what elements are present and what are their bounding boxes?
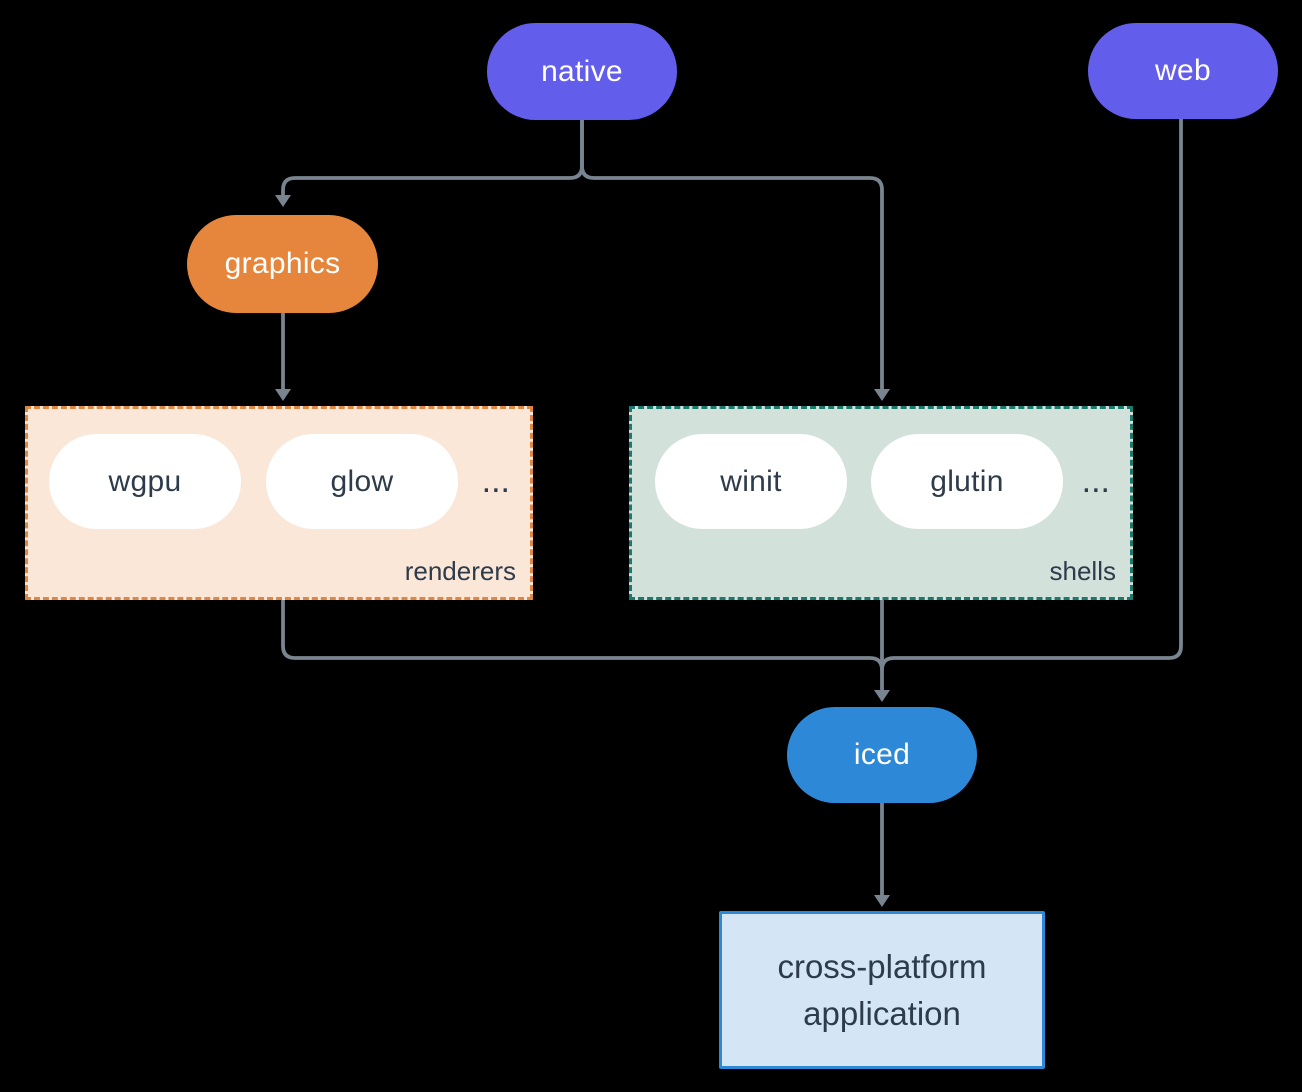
node-cross-platform-application: cross-platform application xyxy=(719,911,1045,1069)
group-renderers: wgpu glow ... renderers xyxy=(25,406,533,600)
node-graphics: graphics xyxy=(187,215,378,313)
group-shells: winit glutin ... shells xyxy=(629,406,1133,600)
arrowhead-graphics xyxy=(275,195,291,207)
node-glow: glow xyxy=(266,434,458,529)
node-native-label: native xyxy=(541,54,623,88)
node-native: native xyxy=(487,23,677,120)
node-glutin-label: glutin xyxy=(930,464,1004,498)
renderers-ellipsis: ... xyxy=(481,462,510,500)
node-wgpu: wgpu xyxy=(49,434,241,529)
node-web: web xyxy=(1088,23,1278,119)
node-iced: iced xyxy=(787,707,977,803)
arrowhead-renderers xyxy=(275,389,291,401)
arrowhead-shells xyxy=(874,389,890,401)
arrowhead-application xyxy=(874,895,890,907)
edge-renderers-iced xyxy=(281,600,884,671)
node-application-label: cross-platform application xyxy=(777,948,987,1032)
node-wgpu-label: wgpu xyxy=(108,464,182,498)
group-shells-label: shells xyxy=(1049,556,1116,586)
edge-native-shells xyxy=(580,119,884,391)
edge-native-graphics xyxy=(281,119,584,197)
node-winit: winit xyxy=(655,434,847,529)
node-iced-label: iced xyxy=(853,738,911,771)
node-winit-label: winit xyxy=(720,464,782,498)
arrowhead-iced xyxy=(874,690,890,702)
shells-ellipsis: ... xyxy=(1081,462,1110,500)
node-glutin: glutin xyxy=(871,434,1063,529)
group-renderers-label: renderers xyxy=(404,556,516,586)
node-graphics-label: graphics xyxy=(224,247,341,280)
node-web-label: web xyxy=(1155,54,1211,87)
node-glow-label: glow xyxy=(330,464,394,498)
